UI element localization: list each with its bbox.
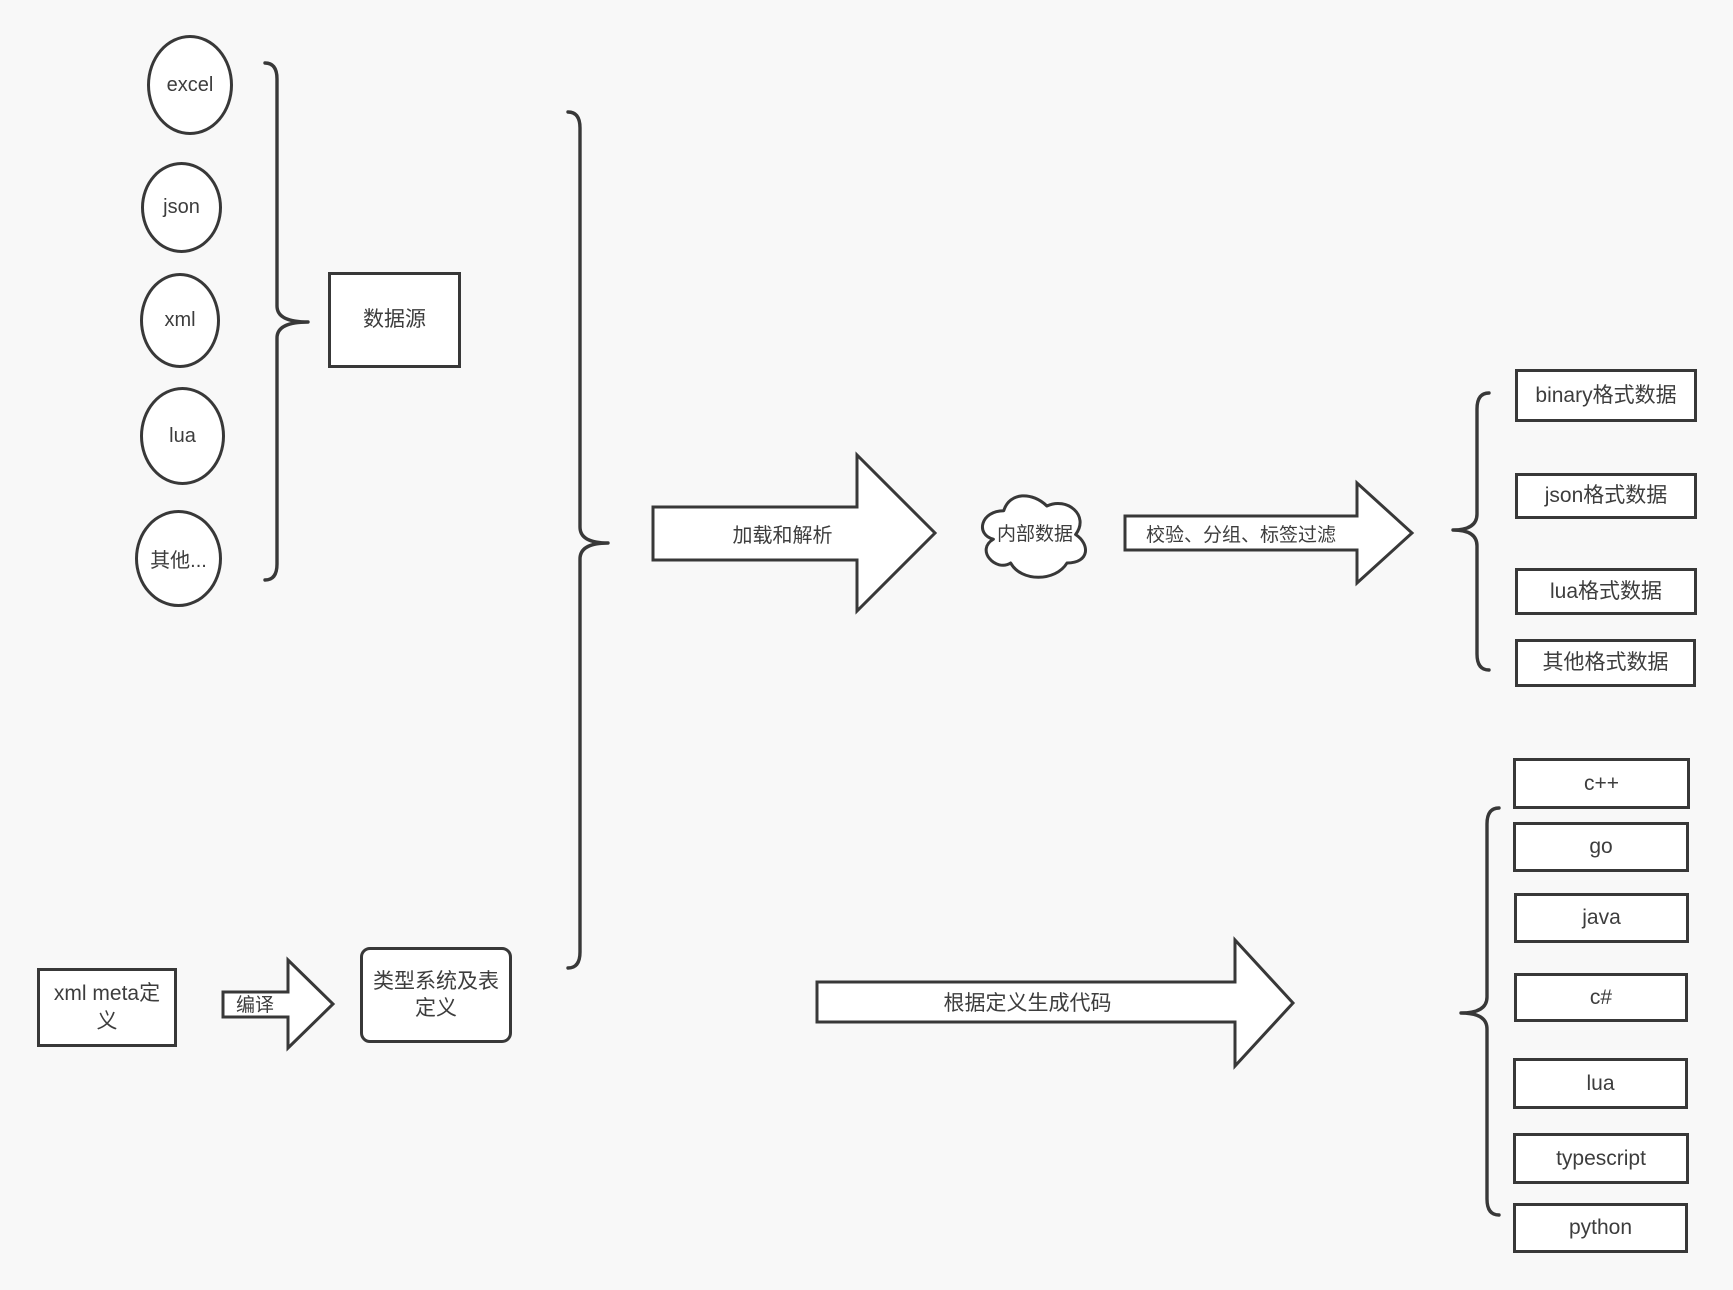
- format-label-lua: lua格式数据: [1549, 579, 1663, 603]
- language-label-python: python: [1568, 1216, 1633, 1240]
- format-box-others: 其他格式数据: [1515, 639, 1696, 687]
- source-label-json: json: [163, 196, 200, 218]
- type-system-label: 类型系统及表定义: [373, 969, 499, 1020]
- brace-all-inputs: [566, 110, 610, 970]
- format-label-json: json格式数据: [1544, 484, 1668, 508]
- xml-meta-label: xml meta定义: [53, 982, 161, 1033]
- cloud-internal-data: [981, 494, 1087, 579]
- arrow-load-parse: [651, 451, 938, 615]
- source-ellipse-json: json: [141, 162, 222, 253]
- format-label-others: 其他格式数据: [1542, 651, 1669, 675]
- format-label-binary: binary格式数据: [1535, 383, 1677, 407]
- type-system-box: 类型系统及表定义: [360, 947, 512, 1043]
- language-label-go: go: [1589, 835, 1613, 859]
- language-box-lua: lua: [1513, 1058, 1688, 1109]
- arrow-filter-label: 校验、分组、标签过滤: [1145, 524, 1336, 546]
- data-source-group-box: 数据源: [328, 272, 461, 368]
- brace-output-languages: [1459, 806, 1501, 1217]
- arrow-compile-label: 编译: [235, 994, 274, 1016]
- brace-output-formats: [1451, 391, 1491, 672]
- cloud-internal-data-label: 内部数据: [996, 523, 1073, 545]
- source-label-xml: xml: [164, 309, 196, 331]
- brace-data-source-group: [263, 61, 310, 582]
- language-box-typescript: typescript: [1513, 1133, 1689, 1184]
- source-ellipse-xml: xml: [140, 273, 220, 368]
- source-label-lua: lua: [169, 424, 196, 447]
- language-label-csharp: c#: [1589, 985, 1613, 1009]
- source-ellipse-others: 其他...: [135, 510, 222, 607]
- arrow-codegen-label: 根据定义生成代码: [943, 992, 1112, 1015]
- language-label-typescript: typescript: [1556, 1146, 1646, 1170]
- arrow-load-parse-label: 加载和解析: [732, 525, 833, 547]
- xml-meta-box: xml meta定义: [37, 968, 177, 1047]
- language-box-go: go: [1513, 822, 1689, 872]
- source-ellipse-lua: lua: [140, 387, 225, 485]
- arrow-codegen: [815, 936, 1296, 1070]
- format-box-lua: lua格式数据: [1515, 568, 1697, 615]
- format-box-binary: binary格式数据: [1515, 369, 1697, 422]
- source-label-excel: excel: [166, 73, 214, 96]
- source-ellipse-excel: excel: [147, 35, 233, 135]
- source-label-others: 其他...: [150, 550, 207, 572]
- language-label-cpp: c++: [1583, 771, 1620, 795]
- language-box-python: python: [1513, 1203, 1688, 1253]
- language-label-java: java: [1582, 906, 1621, 930]
- arrow-filter: [1123, 479, 1415, 587]
- arrow-compile: [221, 956, 336, 1052]
- data-source-group-label: 数据源: [363, 308, 426, 332]
- language-box-csharp: c#: [1514, 973, 1688, 1022]
- language-label-lua: lua: [1586, 1071, 1615, 1095]
- language-box-cpp: c++: [1513, 758, 1690, 809]
- language-box-java: java: [1514, 893, 1689, 943]
- format-box-json: json格式数据: [1515, 473, 1697, 519]
